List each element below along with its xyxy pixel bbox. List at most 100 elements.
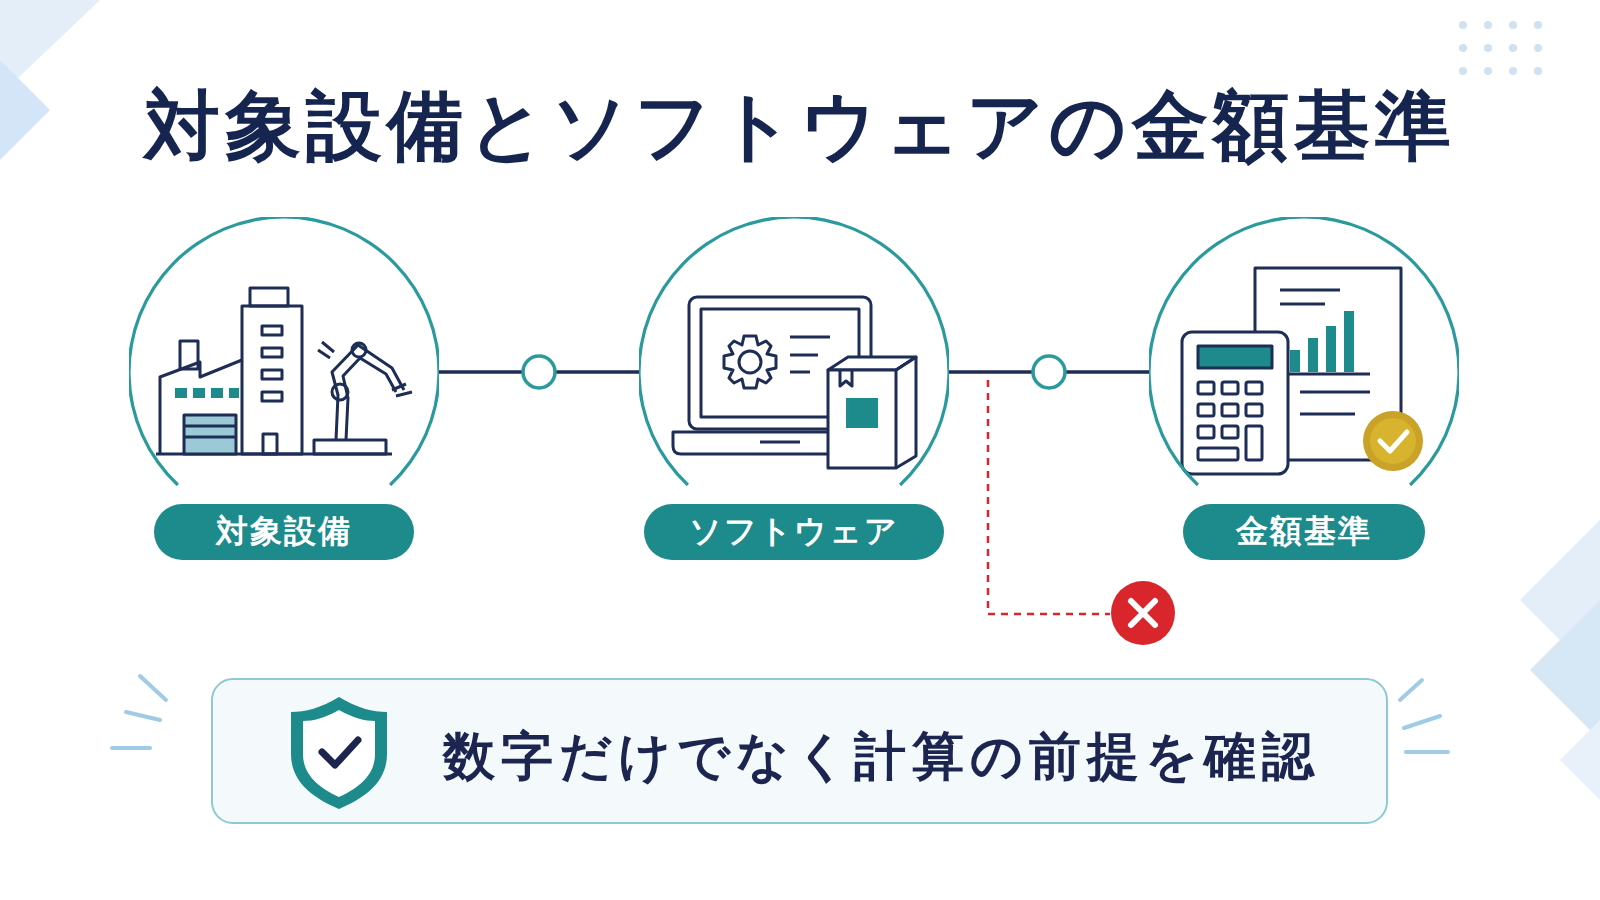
factory-icon	[211, 388, 223, 398]
software-icon	[790, 336, 830, 339]
factory-icon	[343, 358, 396, 440]
dot-grid	[1509, 21, 1517, 29]
dot-grid	[1459, 21, 1542, 75]
factory-icon	[352, 343, 366, 357]
dot-grid	[1459, 21, 1467, 29]
check-badge	[1370, 418, 1416, 464]
software-icon	[896, 357, 916, 468]
factory-icon	[175, 388, 187, 398]
calculator-icon	[1222, 426, 1238, 438]
diagram-title: 対象設備とソフトウェアの金額基準	[0, 78, 1600, 174]
dot-grid	[1484, 21, 1492, 29]
factory-icon	[193, 388, 205, 398]
background-shape	[1560, 720, 1600, 800]
calculator-icon	[1326, 326, 1336, 372]
shield-icon	[291, 697, 387, 809]
software-icon	[673, 297, 916, 468]
category-node: 金額基準	[1149, 217, 1459, 563]
check-badge	[1363, 411, 1423, 471]
rejected-branch	[988, 380, 1175, 645]
background-shape	[1530, 600, 1600, 740]
factory-icon	[263, 434, 277, 454]
factory-icon	[242, 306, 302, 454]
circle-outline	[639, 217, 949, 486]
calculator-icon	[1344, 311, 1354, 372]
software-icon	[846, 398, 878, 428]
shield-icon	[303, 710, 375, 797]
sparkle-mark	[126, 712, 160, 720]
category-label: 金額基準	[1183, 504, 1425, 560]
factory-icon	[392, 384, 412, 396]
software-icon	[739, 351, 761, 373]
factory-icon	[184, 436, 236, 439]
dot-grid	[1509, 44, 1517, 52]
note-text: 数字だけでなく計算の前提を確認	[443, 724, 1320, 788]
software-icon	[790, 371, 810, 374]
factory-icon	[318, 342, 334, 358]
circle-outline	[129, 217, 439, 486]
rejected-branch	[1131, 601, 1155, 625]
calculator-icon	[1308, 338, 1318, 372]
software-icon	[760, 441, 800, 444]
factory-icon	[314, 440, 386, 454]
shield-icon	[322, 740, 358, 765]
factory-icon	[250, 288, 288, 306]
calculator-icon	[1290, 350, 1300, 372]
connector	[439, 356, 639, 388]
software-icon	[840, 370, 852, 386]
calculator-icon	[1198, 426, 1214, 438]
sparkle-mark	[1406, 750, 1448, 754]
factory-icon	[262, 348, 282, 357]
factory-icon	[184, 415, 236, 454]
software-icon	[828, 357, 916, 370]
calculator-icon	[1198, 346, 1272, 368]
factory-icon	[184, 425, 236, 428]
calculator-icon	[1222, 404, 1238, 416]
factory-icon	[229, 388, 239, 398]
dot-grid	[1534, 67, 1542, 75]
calculator-icon	[1182, 332, 1288, 474]
rejected-branch	[988, 380, 1110, 614]
calculator-icon	[1300, 391, 1370, 394]
connector	[949, 356, 1149, 388]
sparkle-mark	[112, 746, 150, 750]
dot-grid	[1534, 44, 1542, 52]
dot-grid	[1484, 44, 1492, 52]
category-label: ソフトウェア	[644, 504, 944, 560]
connector-joint	[1033, 356, 1065, 388]
calculator-icon	[1300, 413, 1355, 416]
calculator-icon	[1246, 426, 1262, 460]
sparkle-mark	[1404, 716, 1440, 728]
factory-icon	[332, 384, 348, 400]
sparkle-mark	[140, 676, 166, 700]
category-label: 対象設備	[154, 504, 414, 560]
check-badge	[1380, 432, 1407, 451]
factory-icon	[262, 326, 282, 335]
factory-icon	[332, 345, 404, 440]
calculator-icon	[1280, 303, 1325, 306]
calculator-icon	[1246, 404, 1262, 416]
calculator-icon	[1280, 373, 1370, 376]
rejected-branch	[1111, 581, 1175, 645]
factory-icon	[156, 288, 412, 454]
calculator-icon	[1198, 404, 1214, 416]
calculator-icon	[1222, 382, 1238, 394]
connector-joint	[523, 356, 555, 388]
dot-grid	[1534, 21, 1542, 29]
calculator-icon	[1280, 289, 1340, 292]
dot-grid	[1459, 67, 1467, 75]
dot-grid	[1459, 44, 1467, 52]
category-node: 対象設備	[129, 217, 439, 563]
sparkle-mark	[1400, 680, 1422, 700]
dot-grid	[1484, 67, 1492, 75]
calculator-icon	[1198, 382, 1214, 394]
circle-outline	[1149, 217, 1459, 486]
calculator-icon	[1246, 382, 1262, 394]
shield-icon	[291, 697, 387, 809]
note-box: 数字だけでなく計算の前提を確認	[211, 678, 1388, 824]
check-badge	[1363, 411, 1423, 471]
category-node: ソフトウェア	[639, 217, 949, 563]
dot-grid	[1509, 67, 1517, 75]
factory-icon	[262, 370, 282, 379]
software-icon	[724, 336, 776, 388]
